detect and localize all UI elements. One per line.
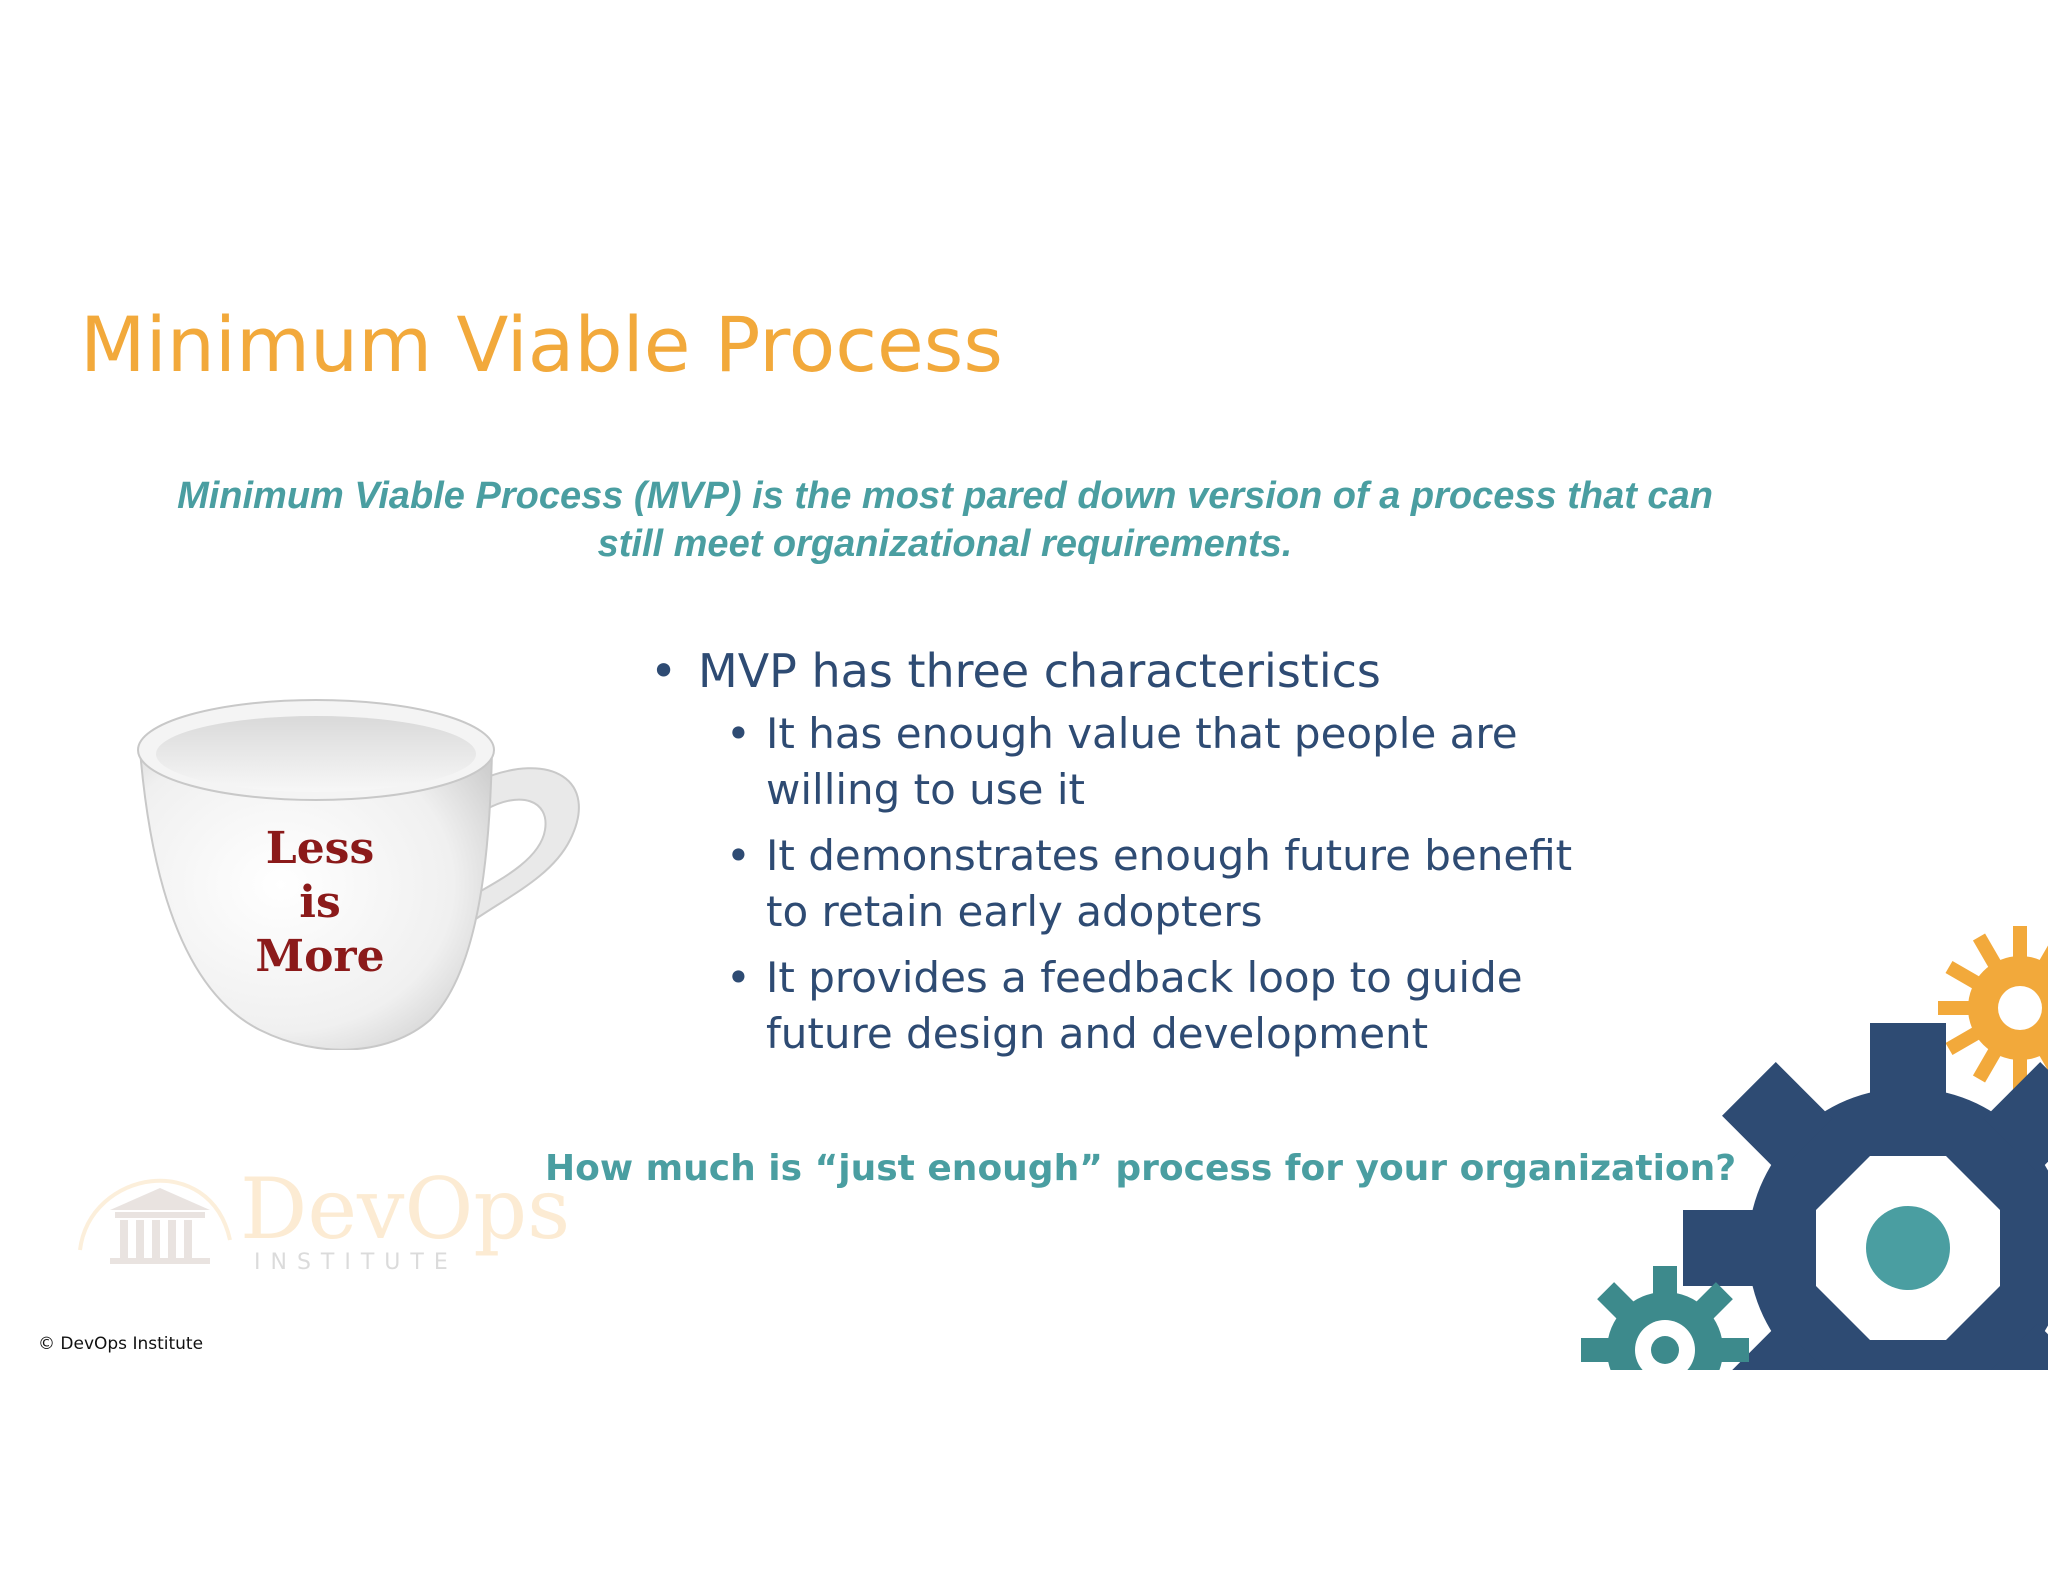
mvp-definition: Minimum Viable Process (MVP) is the most…: [110, 472, 1780, 568]
sub-bullet-text: It demonstrates enough future benefit to…: [766, 831, 1573, 936]
definition-line-1: Minimum Viable Process (MVP) is the most…: [177, 475, 1713, 517]
watermark-name: DevOps: [240, 1160, 571, 1258]
bullet-icon: •: [650, 644, 678, 698]
list-item: • It provides a feedback loop to guide f…: [726, 950, 1626, 1062]
characteristics-list: • MVP has three characteristics • It has…: [650, 640, 1650, 1072]
cup-slogan: Less is More: [200, 822, 440, 984]
copyright-notice: © DevOps Institute: [38, 1334, 204, 1354]
cup-line-more: More: [255, 931, 385, 982]
bullet-icon: •: [726, 831, 751, 880]
list-item: • It demonstrates enough future benefit …: [726, 828, 1626, 940]
main-bullet-text: MVP has three characteristics: [698, 644, 1381, 698]
watermark-sub: INSTITUTE: [254, 1250, 458, 1275]
cup-line-is: is: [299, 877, 341, 928]
list-item: • It has enough value that people are wi…: [726, 706, 1626, 818]
coffee-cup-icon: [137, 699, 580, 1050]
slide-title: Minimum Viable Process: [80, 300, 1003, 389]
sub-bullet-text: It provides a feedback loop to guide fut…: [766, 953, 1523, 1058]
list-item: • MVP has three characteristics: [650, 640, 1650, 702]
cup-line-less: Less: [265, 823, 375, 874]
bullet-icon: •: [726, 709, 751, 758]
sub-list: • It has enough value that people are wi…: [726, 706, 1650, 1062]
definition-line-2: still meet organizational requirements.: [597, 523, 1293, 565]
closing-question: How much is “just enough” process for yo…: [545, 1148, 1737, 1189]
devops-institute-logo: [78, 1178, 232, 1264]
sub-bullet-text: It has enough value that people are will…: [766, 709, 1518, 814]
bullet-icon: •: [726, 953, 751, 1002]
gears-icon: [1581, 926, 2048, 1370]
